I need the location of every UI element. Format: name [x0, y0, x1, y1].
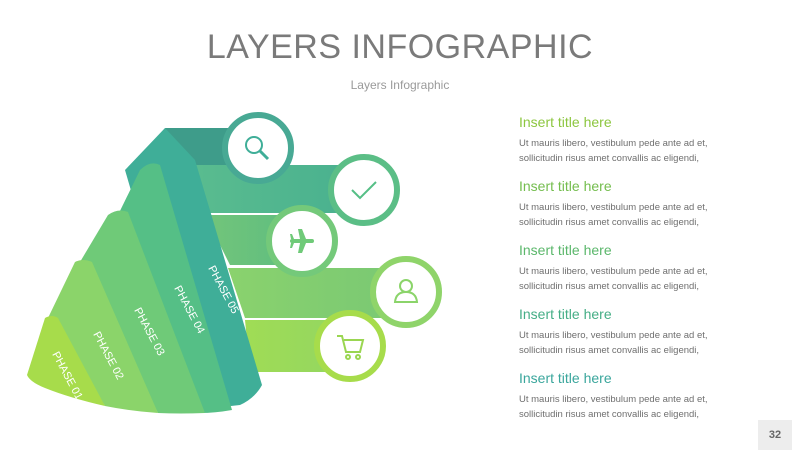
search-icon — [245, 136, 270, 161]
list-item: Insert title here Ut mauris libero, vest… — [519, 370, 789, 434]
list-item: Insert title here Ut mauris libero, vest… — [519, 306, 789, 370]
check-icon-badge — [328, 154, 400, 226]
item-body-line: sollicitudin risus amet convallis ac eli… — [519, 409, 700, 420]
list-item: Insert title here Ut mauris libero, vest… — [519, 178, 789, 242]
ribbon-04 — [180, 165, 365, 213]
item-body-line: Ut mauris libero, vestibulum pede ante a… — [519, 330, 708, 341]
page-subtitle: Layers Infographic — [350, 78, 450, 92]
item-title: Insert title here — [519, 242, 612, 258]
user-icon-badge — [370, 256, 442, 328]
text-column: Insert title here Ut mauris libero, vest… — [519, 114, 789, 434]
item-title: Insert title here — [519, 178, 612, 194]
list-item: Insert title here Ut mauris libero, vest… — [519, 114, 789, 178]
item-body-line: sollicitudin risus amet convallis ac eli… — [519, 281, 700, 292]
layer-phase-04 — [118, 163, 232, 413]
item-body-line: sollicitudin risus amet convallis ac eli… — [519, 217, 700, 228]
cart-icon-badge — [314, 310, 386, 382]
item-body-line: sollicitudin risus amet convallis ac eli… — [519, 153, 700, 164]
item-body-line: Ut mauris libero, vestibulum pede ante a… — [519, 138, 708, 149]
item-title: Insert title here — [519, 370, 612, 386]
layer-phase-01 — [27, 316, 105, 406]
check-icon — [351, 181, 377, 200]
ribbon-02 — [228, 268, 405, 318]
airplane-icon — [290, 229, 314, 253]
item-body-line: Ut mauris libero, vestibulum pede ante a… — [519, 266, 708, 277]
item-title: Insert title here — [519, 114, 612, 130]
user-icon — [393, 279, 419, 303]
layer-phase-03 — [80, 210, 205, 414]
page-title: LAYERS INFOGRAPHIC — [206, 28, 594, 66]
item-body-line: Ut mauris libero, vestibulum pede ante a… — [519, 202, 708, 213]
search-icon-badge — [222, 112, 294, 184]
airplane-icon-badge — [266, 205, 338, 277]
list-item: Insert title here Ut mauris libero, vest… — [519, 242, 789, 306]
item-body-line: sollicitudin risus amet convallis ac eli… — [519, 345, 700, 356]
page-number: 32 — [758, 420, 792, 450]
item-title: Insert title here — [519, 306, 612, 322]
cart-icon — [337, 335, 365, 360]
item-body-line: Ut mauris libero, vestibulum pede ante a… — [519, 394, 708, 405]
layer-phase-02 — [48, 260, 158, 413]
